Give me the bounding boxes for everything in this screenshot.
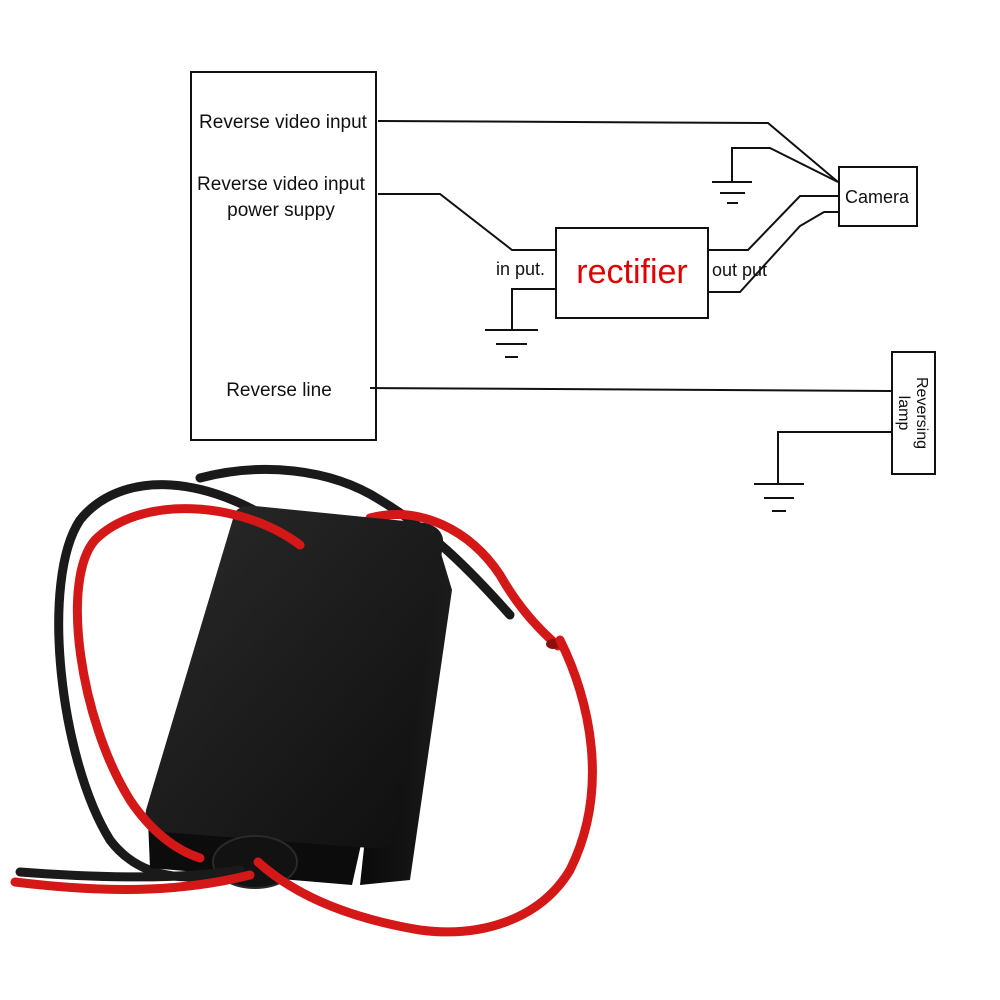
- label-rectifier-output: out put: [712, 260, 767, 280]
- power-wire: [378, 193, 555, 251]
- product-photo: [10, 464, 597, 937]
- output-wire-2: [708, 211, 838, 293]
- reverse-line-wire: [369, 387, 893, 392]
- camera-box: [838, 166, 918, 227]
- black-wire-main: [15, 865, 245, 882]
- label-camera: Camera: [845, 187, 910, 207]
- red-wire-left: [10, 870, 255, 894]
- video-wire: [377, 120, 839, 183]
- rectifier-box: [555, 227, 709, 319]
- label-reverse-video-input: Reverse video input: [199, 112, 368, 133]
- reversing-lamp-box: [891, 351, 936, 475]
- ground-symbol-rectifier: [485, 329, 538, 358]
- camera-ground-wire: [731, 147, 839, 183]
- rectifier-ground-wire: [511, 288, 555, 330]
- output-wire-1: [708, 195, 838, 251]
- wiring-diagram: [190, 71, 936, 512]
- label-lamp: lamp: [895, 396, 912, 431]
- label-reversing: Reversing: [913, 377, 930, 449]
- black-wire-top: [195, 464, 515, 620]
- red-wire-top: [365, 510, 563, 651]
- red-wire-loop: [72, 504, 305, 863]
- lamp-ground-wire: [777, 431, 892, 484]
- ground-symbol-camera: [712, 181, 752, 204]
- label-power-line-1: Reverse video input: [197, 174, 366, 195]
- red-wire-main: [253, 635, 597, 937]
- label-rectifier-input: in put.: [496, 259, 545, 279]
- label-power-line-2: power suppy: [227, 200, 335, 221]
- label-rectifier: rectifier: [576, 253, 687, 291]
- black-wire-back: [54, 480, 305, 882]
- ground-symbol-lamp: [754, 483, 804, 512]
- label-reverse-line: Reverse line: [226, 380, 332, 401]
- rectifier-box-photo: [145, 505, 452, 889]
- head-unit-box: [190, 71, 377, 441]
